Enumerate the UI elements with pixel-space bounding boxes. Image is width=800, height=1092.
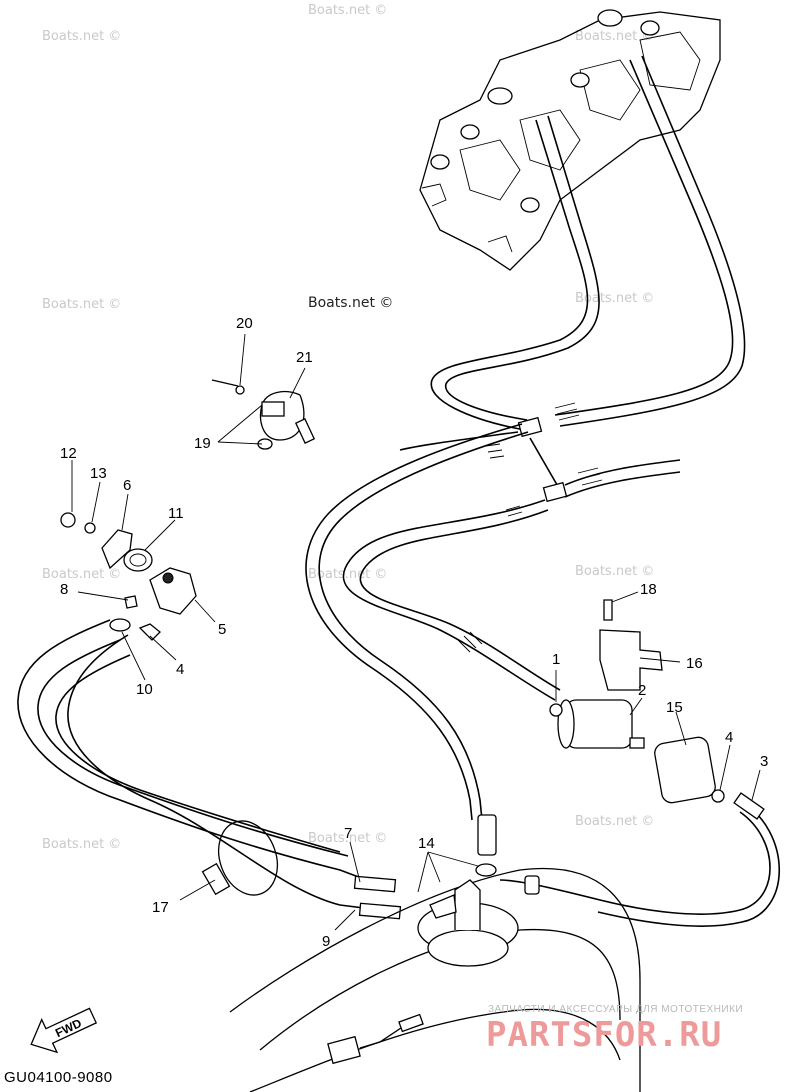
- part-label: 14: [418, 835, 435, 852]
- fuel-cock-assembly: [60, 512, 197, 641]
- part-label: 16: [686, 655, 703, 672]
- brand-logo: PARTSFOR.RU: [486, 1015, 722, 1055]
- brand-tagline: ЗАПЧАСТИ И АКСЕССУАРЫ ДЛЯ МОТОТЕХНИКИ: [488, 1004, 743, 1015]
- watermark: Boats.net ©: [308, 3, 387, 18]
- part-label: 4: [725, 729, 733, 746]
- watermark: Boats.net ©: [308, 831, 387, 846]
- watermark: Boats.net ©: [575, 29, 654, 44]
- leader-lines: [71, 333, 761, 931]
- part-label: 4: [176, 661, 184, 678]
- carburetor-assembly: [419, 9, 721, 271]
- watermark: Boats.net ©: [308, 567, 387, 582]
- fwd-arrow-icon: FWD: [30, 1007, 98, 1054]
- part-label: 20: [236, 315, 253, 332]
- part-label: 18: [640, 581, 657, 598]
- main-watermark: Boats.net ©: [308, 295, 393, 311]
- bracket-assembly-top: [211, 379, 316, 450]
- part-label: 2: [638, 682, 646, 699]
- part-labels: 1 2 3 4 4 5 6 7 8 9 10 11 12 13 14 15 16…: [60, 315, 768, 950]
- watermark: Boats.net ©: [42, 297, 121, 312]
- part-label: 6: [123, 477, 131, 494]
- part-label: 3: [760, 753, 768, 770]
- part-label: 1: [552, 651, 560, 668]
- watermark: Boats.net ©: [575, 291, 654, 306]
- part-label: 11: [168, 505, 184, 522]
- watermark: Boats.net ©: [42, 837, 121, 852]
- fuel-tank: [229, 814, 641, 1092]
- drawing-code: GU04100-9080: [4, 1069, 113, 1086]
- part-label: 13: [90, 465, 107, 482]
- part-label: 15: [666, 699, 683, 716]
- part-label: 21: [296, 349, 313, 366]
- part-label: 7: [344, 825, 352, 842]
- fuel-filter-assembly: [549, 599, 765, 820]
- part-label: 17: [152, 899, 169, 916]
- fuel-hoses-lower: [305, 423, 781, 927]
- fwd-label: FWD: [53, 1016, 84, 1040]
- part-label: 19: [194, 435, 211, 452]
- part-label: 12: [60, 445, 77, 462]
- watermark: Boats.net ©: [575, 814, 654, 829]
- part-label: 10: [136, 681, 153, 698]
- fuel-hoses-left: [17, 619, 402, 920]
- part-label: 9: [322, 933, 330, 950]
- part-label: 8: [60, 581, 68, 598]
- watermark: Boats.net ©: [42, 567, 121, 582]
- part-label: 5: [218, 621, 226, 638]
- watermark: Boats.net ©: [42, 29, 121, 44]
- fuel-hoses-upper: [399, 55, 746, 523]
- watermarks: Boats.net © Boats.net © Boats.net © Boat…: [42, 3, 654, 852]
- watermark: Boats.net ©: [575, 564, 654, 579]
